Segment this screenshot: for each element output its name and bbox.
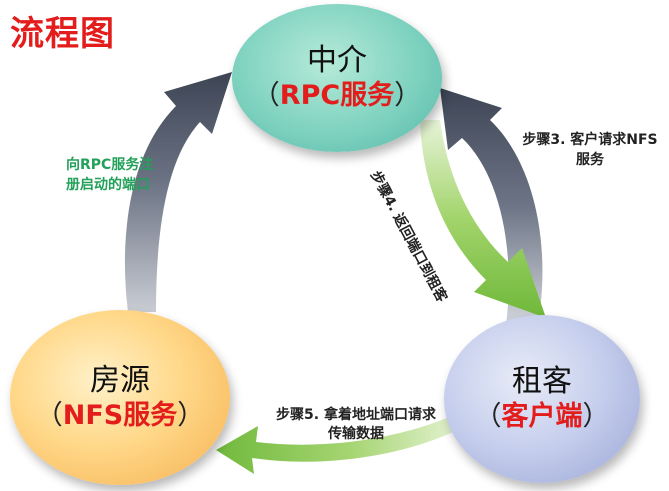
step5-transfer-arrow <box>216 414 462 474</box>
tenant-service-label: 客户端 <box>501 401 583 433</box>
register-arrow <box>124 72 232 312</box>
tenant-node: 租客 （客户端） <box>444 315 640 483</box>
step4-return-arrow <box>420 120 546 318</box>
tenant-name: 租客 <box>512 364 572 400</box>
tenant-service: （客户端） <box>474 401 610 433</box>
landlord-node: 房源 （NFS服务） <box>10 310 230 485</box>
step5-label: 步骤5. 拿着地址端口请求传输数据 <box>276 407 436 442</box>
register-port-label: 向RPC服务注册启动的端口 <box>66 157 154 193</box>
landlord-name: 房源 <box>90 362 150 398</box>
middleman-node: 中介 （RPC服务） <box>232 4 442 152</box>
landlord-service: （NFS服务） <box>35 399 205 431</box>
middleman-service-label: RPC服务 <box>279 80 395 112</box>
middleman-name: 中介 <box>307 43 367 79</box>
landlord-service-label: NFS服务 <box>62 399 178 431</box>
page-title: 流程图 <box>10 14 115 54</box>
middleman-service: （RPC服务） <box>252 80 422 112</box>
step3-label: 步骤3. 客户请求NFS服务 <box>522 132 658 168</box>
